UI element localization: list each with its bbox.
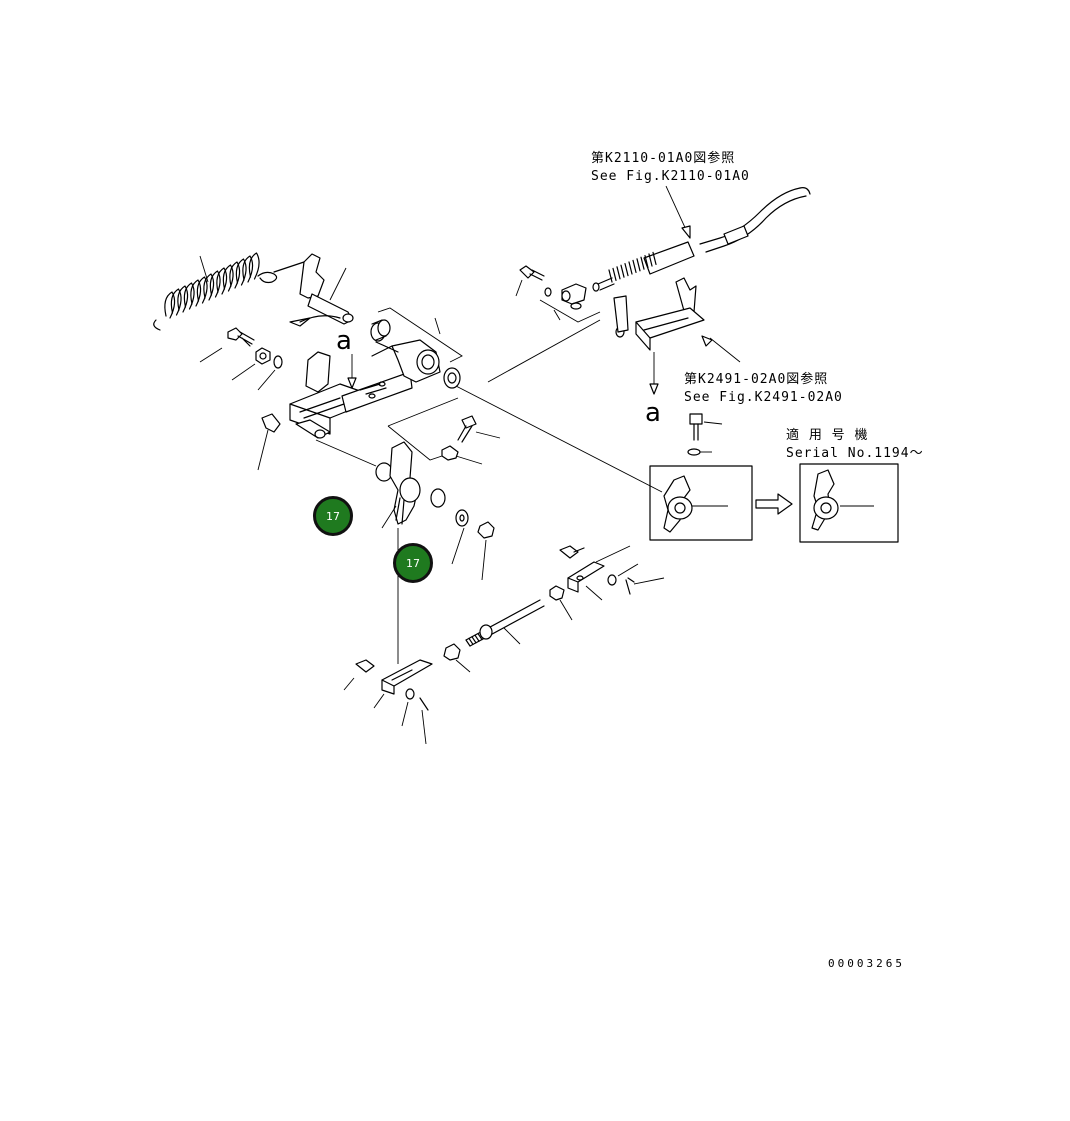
lower-clevis: [343, 659, 433, 745]
spring-coil: [235, 258, 247, 286]
return-spring: [153, 252, 305, 331]
cable-clevis: [515, 265, 601, 323]
bushing-top: [370, 319, 391, 342]
rod-thread: [465, 639, 471, 647]
callout-17-right[interactable]: 17: [393, 543, 433, 583]
cable-thread: [652, 251, 657, 265]
spring-coil: [177, 285, 189, 313]
washer-left: [257, 355, 283, 391]
link-line-lower: [315, 439, 377, 467]
view-arrow-icon: [347, 377, 357, 389]
rod-thread: [477, 633, 483, 641]
cable-thread: [612, 267, 617, 281]
cable-ref-jp: 第K2110-01A0図参照: [591, 151, 736, 166]
spring-coil: [196, 276, 208, 304]
bushing-bracket-line: [377, 307, 463, 363]
spring-coil: [216, 267, 228, 295]
bolt-group-line: [387, 397, 459, 461]
pedal-lever: [289, 253, 354, 327]
cable-thread: [616, 266, 621, 280]
cable-ref-en[interactable]: See Fig.K2110-01A0: [591, 169, 750, 184]
rod-thread: [474, 634, 480, 642]
lever-detail-box-before: [649, 465, 753, 541]
throttle-cable: [592, 185, 811, 292]
callout-17-left[interactable]: 17: [313, 496, 353, 536]
upper-clevis: [559, 545, 665, 601]
bracket-ref-jp: 第K2491-02A0図参照: [684, 372, 829, 387]
cable-thread: [620, 264, 625, 278]
rod-thread: [471, 636, 477, 644]
view-mark-bottom: a: [645, 398, 661, 428]
spring-coil: [209, 270, 221, 298]
serial-en: Serial No.1194～: [786, 446, 924, 461]
spring-coil: [222, 264, 234, 292]
cable-thread: [636, 258, 641, 272]
cable-thread: [640, 256, 645, 270]
cable-thread: [624, 263, 629, 277]
lever-detail-box-after: [799, 463, 899, 543]
bolt-center: [457, 415, 501, 443]
arrow-right-icon: [755, 493, 793, 515]
nut-center: [441, 445, 483, 465]
pedal-bracket: [257, 339, 441, 471]
bolt-left: [199, 327, 255, 363]
bracket-ref-en[interactable]: See Fig.K2491-02A0: [684, 390, 843, 405]
view-mark-top: a: [336, 326, 352, 356]
cable-thread: [628, 261, 633, 275]
rod-thread: [468, 637, 474, 645]
cable-bracket: [487, 277, 741, 395]
spring-coil: [248, 252, 260, 280]
spring-coil: [190, 279, 202, 307]
cable-thread: [608, 269, 613, 283]
spring-coil: [164, 291, 176, 319]
cable-thread: [644, 255, 649, 269]
nut-left: [231, 347, 271, 381]
nut-rod: [549, 585, 573, 621]
cable-thread: [632, 259, 637, 273]
spring-coil: [203, 273, 215, 301]
serial-jp: 適 用 号 機: [786, 428, 869, 443]
bolt-right: [687, 413, 723, 456]
bushing-leader: [434, 317, 441, 335]
lower-lever: [375, 441, 495, 664]
spring-coil: [170, 288, 182, 316]
spring-coil: [242, 255, 254, 283]
threaded-rod: [443, 599, 545, 673]
drawing-number: 00003265: [828, 957, 905, 970]
bushing-right: [443, 367, 461, 389]
spring-coil: [183, 282, 195, 310]
spring-coil: [229, 261, 241, 289]
link-line-upper: [455, 385, 663, 493]
cable-thread: [648, 253, 653, 267]
